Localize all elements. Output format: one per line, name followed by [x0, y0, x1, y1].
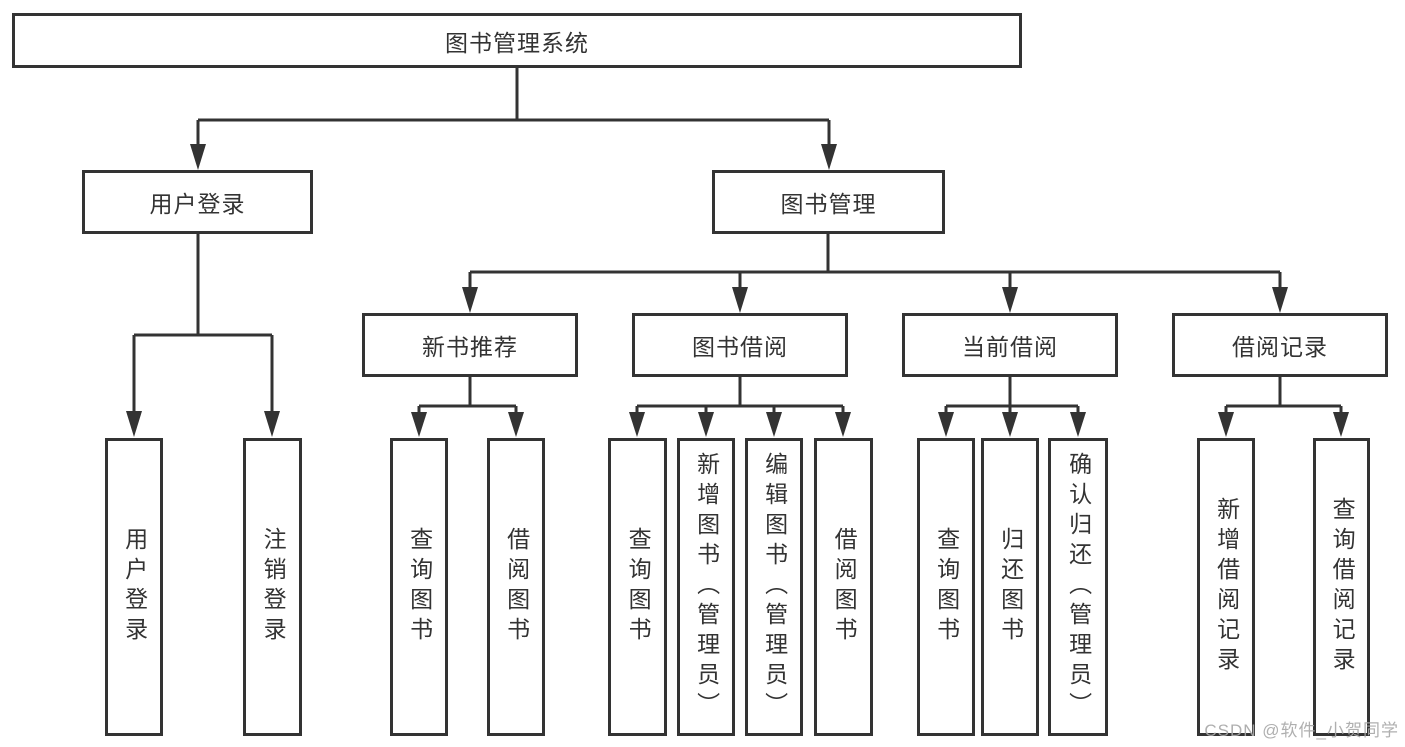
leaf-query-books-borrow: 查询图书 — [608, 438, 667, 736]
leaf-borrow-books-recommend: 借阅图书 — [487, 438, 545, 736]
node-new-book-recommend: 新书推荐 — [362, 313, 578, 377]
leaf-query-books-recommend: 查询图书 — [390, 438, 448, 736]
leaf-query-books-current: 查询图书 — [917, 438, 975, 736]
leaf-add-books-admin: 新增图书（管理员） — [677, 438, 735, 736]
leaf-logout: 注销登录 — [243, 438, 302, 736]
leaf-label: 确认归还（管理员） — [1065, 452, 1092, 722]
leaf-label: 归还图书 — [997, 527, 1024, 647]
connector-mgmt-to-level3 — [462, 234, 1288, 313]
connector-login-children — [126, 234, 280, 437]
leaf-confirm-return-admin: 确认归还（管理员） — [1048, 438, 1108, 736]
connector-newrec-children — [411, 377, 524, 437]
leaf-label: 注销登录 — [260, 527, 287, 647]
leaf-return-books: 归还图书 — [981, 438, 1039, 736]
node-user-login: 用户登录 — [82, 170, 313, 234]
node-library-system: 图书管理系统 — [12, 13, 1022, 68]
leaf-label: 查询图书 — [933, 527, 960, 647]
leaf-label: 查询图书 — [625, 527, 652, 647]
leaf-label: 新增借阅记录 — [1213, 497, 1240, 677]
node-book-borrowing: 图书借阅 — [632, 313, 848, 377]
leaf-label: 新增图书（管理员） — [693, 452, 720, 722]
connector-borrow-children — [629, 377, 851, 437]
leaf-edit-books-admin: 编辑图书（管理员） — [745, 438, 803, 736]
connector-records-children — [1218, 377, 1349, 437]
leaf-label: 查询图书 — [406, 527, 433, 647]
leaf-label: 借阅图书 — [831, 527, 858, 647]
node-current-borrowing: 当前借阅 — [902, 313, 1118, 377]
csdn-watermark: CSDN @软件_小贺同学 — [1204, 721, 1399, 740]
leaf-borrow-books: 借阅图书 — [814, 438, 873, 736]
leaf-user-login: 用户登录 — [105, 438, 163, 736]
connector-root-to-level2 — [190, 68, 837, 170]
node-book-management: 图书管理 — [712, 170, 945, 234]
leaf-query-borrow-record: 查询借阅记录 — [1313, 438, 1370, 736]
leaf-label: 用户登录 — [121, 527, 148, 647]
leaf-add-borrow-record: 新增借阅记录 — [1197, 438, 1255, 736]
leaf-label: 借阅图书 — [503, 527, 530, 647]
leaf-label: 编辑图书（管理员） — [761, 452, 788, 722]
node-borrowing-records: 借阅记录 — [1172, 313, 1388, 377]
connector-current-children — [938, 377, 1086, 437]
leaf-label: 查询借阅记录 — [1329, 497, 1356, 677]
